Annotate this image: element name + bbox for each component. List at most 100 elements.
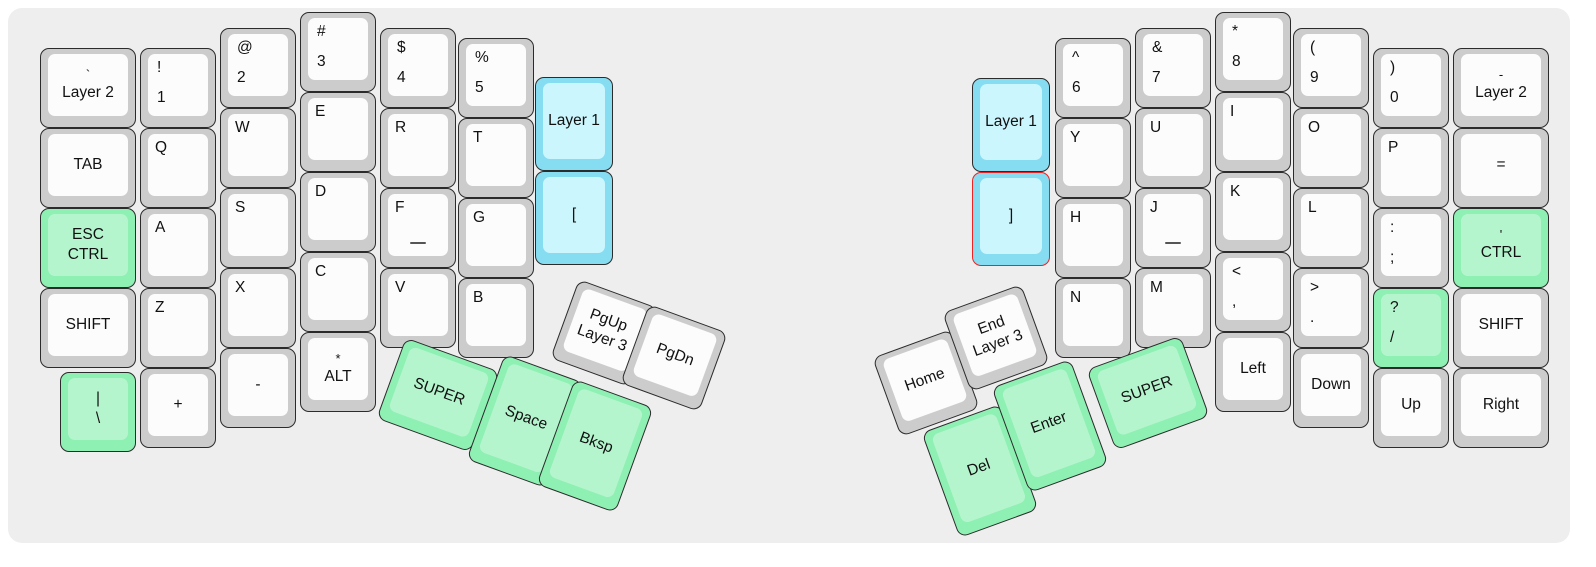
key-d[interactable]: D (300, 172, 376, 252)
key-v[interactable]: V (380, 268, 456, 348)
key-shift-right[interactable]: SHIFT (1453, 288, 1549, 368)
keycap: T (466, 124, 526, 186)
key-s[interactable]: S (220, 188, 296, 268)
key-minus[interactable]: - (220, 348, 296, 428)
keycap: K (1223, 178, 1283, 240)
key-y[interactable]: Y (1055, 118, 1131, 198)
key-plus[interactable]: + (140, 368, 216, 448)
keycap: >. (1301, 274, 1361, 336)
key-legend: Y (1070, 129, 1081, 146)
key-bracket-left[interactable]: [ (535, 171, 613, 265)
key-m[interactable]: M (1135, 268, 1211, 348)
key-9-lparen[interactable]: (9 (1293, 28, 1369, 108)
key-slash-question[interactable]: ?/ (1373, 288, 1449, 368)
key-p[interactable]: P (1373, 128, 1449, 208)
key-bracket-right[interactable]: ] (972, 172, 1050, 266)
keycap: End Layer 3 (951, 292, 1039, 378)
key-up-arrow[interactable]: Up (1373, 368, 1449, 448)
keycap: SHIFT (48, 294, 128, 356)
key-legend: End Layer 3 (970, 312, 1026, 361)
key-6-caret[interactable]: ^6 (1055, 38, 1131, 118)
key-a[interactable]: A (140, 208, 216, 288)
keycap: Down (1301, 354, 1361, 416)
key-legend: D (315, 183, 327, 200)
key-legend-bottom: 2 (237, 69, 246, 87)
key-legend: P (1388, 139, 1399, 156)
key-x[interactable]: X (220, 268, 296, 348)
key-3-hash[interactable]: #3 (300, 12, 376, 92)
keycap: )0 (1381, 54, 1441, 116)
key-i[interactable]: I (1215, 92, 1291, 172)
key-t[interactable]: T (458, 118, 534, 198)
key-layer1-right[interactable]: Layer 1 (972, 78, 1050, 172)
keycap: V (388, 274, 448, 336)
key-5-percent[interactable]: %5 (458, 38, 534, 118)
key-quote-ctrl[interactable]: 'CTRL (1453, 208, 1549, 288)
key-e[interactable]: E (300, 92, 376, 172)
key-shift[interactable]: SHIFT (40, 288, 136, 368)
key-legend-bottom: ; (1390, 249, 1395, 267)
key-c[interactable]: C (300, 252, 376, 332)
key-j[interactable]: J (1135, 188, 1211, 268)
key-legend-bottom: 0 (1390, 89, 1399, 107)
key-layer2-backtick[interactable]: `Layer 2 (40, 48, 136, 128)
key-comma-lt[interactable]: <, (1215, 252, 1291, 332)
key-legend: Layer 1 (985, 112, 1037, 130)
key-legend-bottom: . (1310, 309, 1315, 327)
key-o[interactable]: O (1293, 108, 1369, 188)
key-left-arrow[interactable]: Left (1215, 332, 1291, 412)
keycap: S (228, 194, 288, 256)
keycap: C (308, 258, 368, 320)
key-semicolon-colon[interactable]: :; (1373, 208, 1449, 288)
key-z[interactable]: Z (140, 288, 216, 368)
key-2-at[interactable]: @2 (220, 28, 296, 108)
key-legend: Enter (1028, 407, 1069, 437)
keycap: R (388, 114, 448, 176)
key-g[interactable]: G (458, 198, 534, 278)
key-layer1-left[interactable]: Layer 1 (535, 77, 613, 171)
key-4-dollar[interactable]: $4 (380, 28, 456, 108)
key-w[interactable]: W (220, 108, 296, 188)
key-tab[interactable]: TAB (40, 128, 136, 208)
keycap: Layer 1 (980, 84, 1042, 160)
key-legend: W (235, 119, 250, 136)
key-q[interactable]: Q (140, 128, 216, 208)
keycap: &7 (1143, 34, 1203, 96)
key-down-arrow[interactable]: Down (1293, 348, 1369, 428)
key-l[interactable]: L (1293, 188, 1369, 268)
key-legend: Layer 1 (548, 111, 600, 129)
key-legend-bottom: \ (95, 409, 101, 427)
keycap: ^6 (1063, 44, 1123, 106)
key-layer2-minus[interactable]: -Layer 2 (1453, 48, 1549, 128)
key-k[interactable]: K (1215, 172, 1291, 252)
key-0-rparen[interactable]: )0 (1373, 48, 1449, 128)
key-8-asterisk[interactable]: *8 (1215, 12, 1291, 92)
key-legend-top: * (335, 351, 341, 367)
key-period-gt[interactable]: >. (1293, 268, 1369, 348)
key-legend: PgDn (654, 339, 697, 369)
keycap: @2 (228, 34, 288, 96)
key-legend-top: ^ (1072, 49, 1080, 66)
key-n[interactable]: N (1055, 278, 1131, 358)
key-h[interactable]: H (1055, 198, 1131, 278)
key-legend: Down (1311, 375, 1351, 393)
key-alt-asterisk[interactable]: *ALT (300, 332, 376, 412)
key-legend-top: ESC (72, 225, 104, 243)
key-equals[interactable]: = (1453, 128, 1549, 208)
key-right-arrow[interactable]: Right (1453, 368, 1549, 448)
keycap: U (1143, 114, 1203, 176)
key-legend: V (395, 279, 406, 296)
key-u[interactable]: U (1135, 108, 1211, 188)
key-pipe-backslash[interactable]: |\ (60, 372, 136, 452)
keycap: *ALT (308, 338, 368, 400)
key-b[interactable]: B (458, 278, 534, 358)
keycap: [ (543, 177, 605, 253)
keycap: F (388, 194, 448, 256)
key-7-ampersand[interactable]: &7 (1135, 28, 1211, 108)
key-r[interactable]: R (380, 108, 456, 188)
key-f[interactable]: F (380, 188, 456, 268)
key-1-exclaim[interactable]: !1 (140, 48, 216, 128)
